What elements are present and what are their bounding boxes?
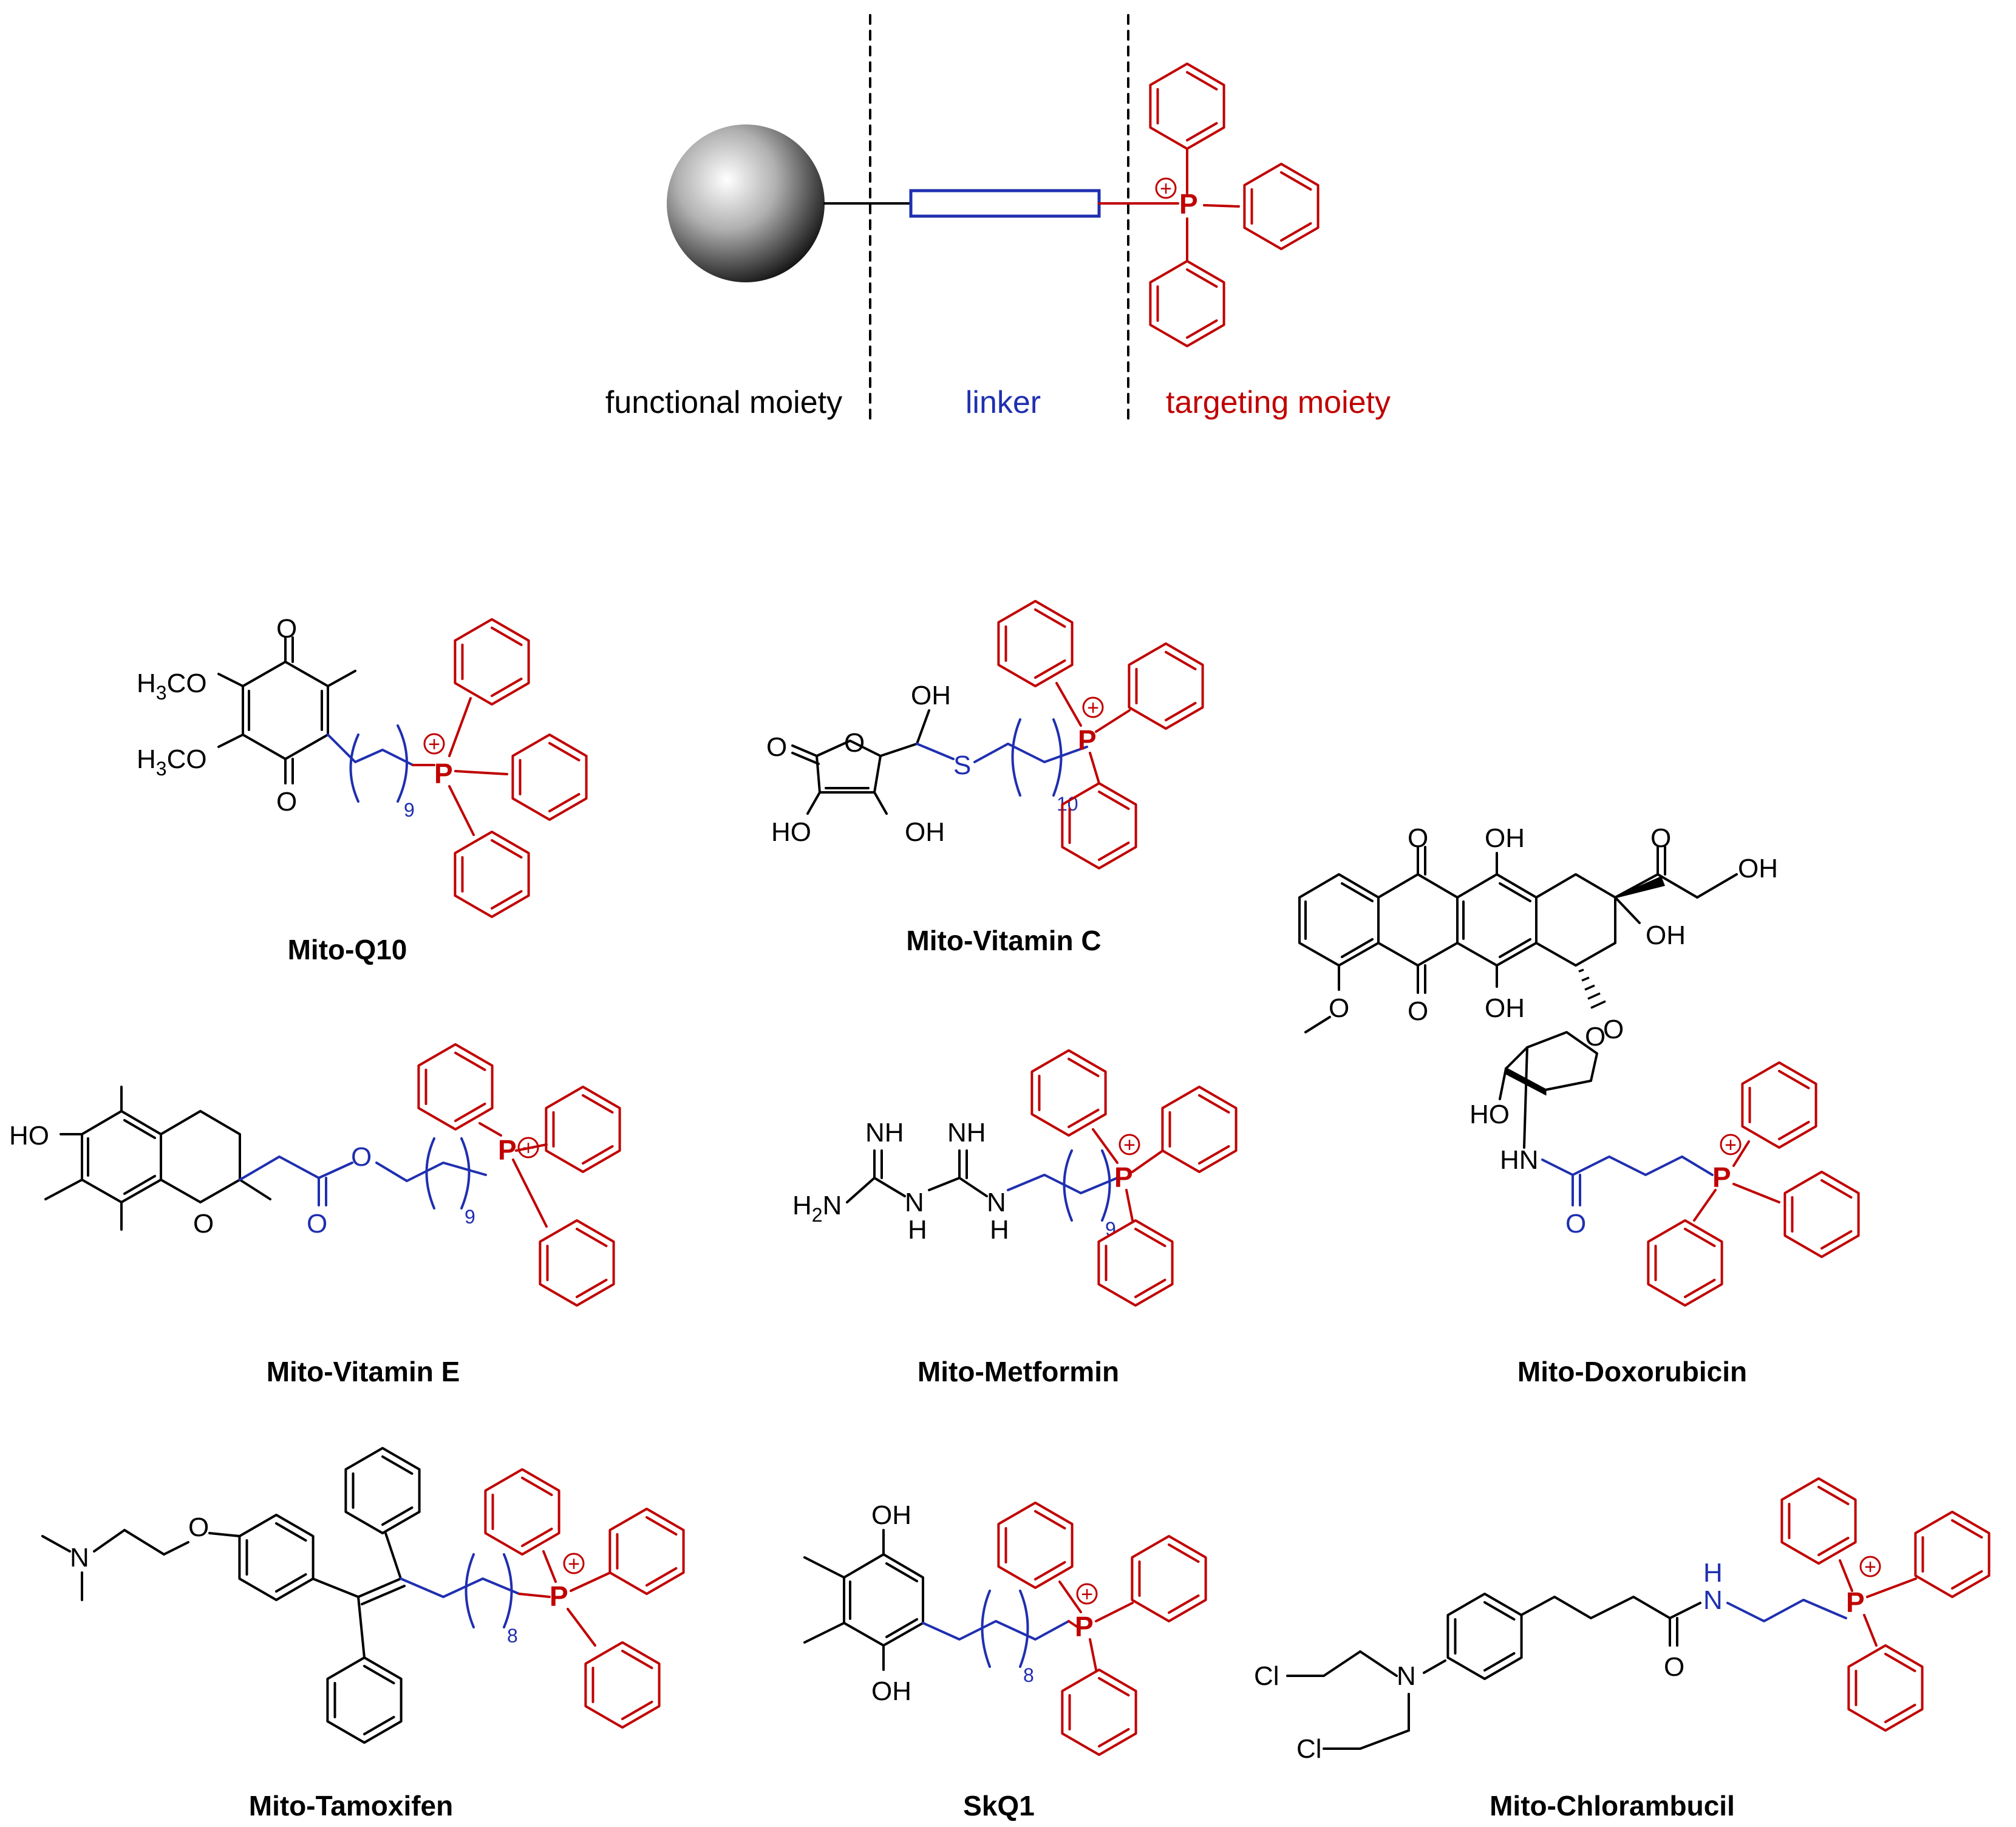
svg-text:H3CO: H3CO	[137, 669, 207, 704]
svg-text:HO: HO	[1469, 1100, 1510, 1129]
svg-text:H: H	[1703, 1558, 1723, 1588]
mito-vitamin-c-structure: O O HO OH OH S 10 P + Mito-Vitamin C	[766, 600, 1204, 956]
mito-tamoxifen-structure: N O 8 P + Mito-Tamoxifen	[41, 1447, 685, 1822]
svg-text:OH: OH	[911, 681, 951, 710]
skq1-structure: OH OH 8 P + SkQ1	[803, 1500, 1207, 1822]
svg-text:P: P	[1712, 1162, 1731, 1193]
svg-text:OH: OH	[905, 817, 945, 847]
svg-text:9: 9	[404, 799, 415, 821]
svg-text:O: O	[1603, 1015, 1624, 1044]
svg-text:NH: NH	[947, 1118, 986, 1148]
svg-text:O: O	[1329, 993, 1349, 1023]
svg-text:O: O	[844, 728, 865, 758]
svg-text:Cl: Cl	[1296, 1734, 1322, 1764]
svg-text:9: 9	[465, 1206, 475, 1228]
mito-doxorubicin-structure: O O OH OH O O OH OH O O HO HN	[1298, 823, 1860, 1387]
mito-metformin-structure: H2N NH N H NH N H 9 P + Mito-Metformin	[792, 1049, 1238, 1387]
svg-text:HN: HN	[1500, 1145, 1539, 1175]
label-skq1: SkQ1	[963, 1790, 1035, 1822]
phosphorus-atom: P	[1179, 188, 1198, 220]
svg-text:O: O	[766, 732, 787, 762]
svg-text:P: P	[550, 1580, 568, 1612]
svg-text:HO: HO	[771, 817, 811, 847]
svg-text:HO: HO	[9, 1121, 49, 1151]
svg-text:P: P	[1078, 724, 1097, 756]
svg-text:N: N	[905, 1188, 924, 1217]
svg-text:O: O	[1585, 1022, 1606, 1052]
svg-text:8: 8	[1023, 1664, 1034, 1686]
svg-text:N: N	[1397, 1661, 1416, 1691]
svg-text:S: S	[953, 750, 971, 780]
svg-text:P: P	[434, 758, 453, 789]
svg-text:H2N: H2N	[792, 1191, 842, 1226]
svg-text:P: P	[1114, 1162, 1133, 1193]
svg-text:O: O	[276, 614, 297, 644]
svg-text:+: +	[1864, 1556, 1876, 1579]
label-mito-vitamin-c: Mito-Vitamin C	[906, 925, 1101, 956]
mito-q10-structure: O O H3CO H3CO 9 P + Mito-Q10	[137, 614, 588, 965]
header-scheme: P + functional moiety linker targeting m…	[605, 14, 1391, 420]
linker-label: linker	[965, 385, 1041, 420]
charge-icon	[1155, 177, 1177, 199]
svg-text:P: P	[1846, 1587, 1865, 1618]
label-mito-doxorubicin: Mito-Doxorubicin	[1517, 1356, 1747, 1387]
svg-text:O: O	[1408, 823, 1428, 853]
svg-text:+: +	[1081, 1583, 1093, 1606]
label-mito-chlorambucil: Mito-Chlorambucil	[1490, 1790, 1735, 1822]
svg-text:O: O	[193, 1209, 214, 1239]
label-mito-metformin: Mito-Metformin	[918, 1356, 1119, 1387]
svg-text:+: +	[1123, 1134, 1136, 1157]
svg-text:O: O	[351, 1142, 372, 1172]
svg-text:OH: OH	[1485, 993, 1525, 1023]
svg-text:+: +	[1725, 1134, 1737, 1157]
svg-text:N: N	[987, 1188, 1006, 1217]
label-mito-vitamin-e: Mito-Vitamin E	[267, 1356, 460, 1387]
mito-chlorambucil-structure: Cl N Cl O H N P + Mito-Chlorambucil	[1254, 1477, 1990, 1822]
svg-text:+: +	[568, 1553, 580, 1576]
svg-text:OH: OH	[1738, 854, 1778, 883]
svg-text:H: H	[990, 1215, 1009, 1245]
svg-text:O: O	[1650, 823, 1671, 853]
svg-text:OH: OH	[1485, 823, 1525, 853]
functional-moiety-label: functional moiety	[605, 385, 842, 420]
svg-text:O: O	[1565, 1209, 1586, 1239]
label-mito-tamoxifen: Mito-Tamoxifen	[249, 1790, 453, 1822]
tpp-header: P +	[1149, 63, 1320, 347]
svg-text:O: O	[1664, 1652, 1684, 1682]
svg-text:P: P	[1075, 1611, 1094, 1642]
svg-text:+: +	[1087, 696, 1099, 720]
targeting-moiety-label: targeting moiety	[1166, 385, 1391, 420]
svg-text:OH: OH	[871, 1676, 911, 1706]
svg-text:H3CO: H3CO	[137, 744, 207, 780]
svg-text:N: N	[70, 1543, 89, 1573]
linker-box	[909, 189, 1101, 218]
svg-text:O: O	[307, 1209, 327, 1239]
functional-sphere	[667, 124, 825, 282]
svg-text:8: 8	[507, 1625, 518, 1647]
svg-text:Cl: Cl	[1254, 1661, 1279, 1691]
svg-text:H: H	[908, 1215, 927, 1245]
svg-text:NH: NH	[865, 1118, 904, 1148]
svg-text:O: O	[276, 787, 297, 817]
svg-text:OH: OH	[1646, 920, 1686, 950]
svg-text:O: O	[188, 1512, 209, 1542]
label-mito-q10: Mito-Q10	[288, 934, 407, 965]
svg-text:N: N	[1703, 1585, 1723, 1615]
svg-text:O: O	[1408, 996, 1428, 1026]
mito-vitamin-e-structure: O HO O O 9 P + Mito-Vitamin E	[9, 1043, 621, 1387]
svg-text:OH: OH	[871, 1500, 911, 1530]
svg-text:+: +	[1160, 177, 1172, 200]
svg-text:+: +	[428, 733, 440, 756]
